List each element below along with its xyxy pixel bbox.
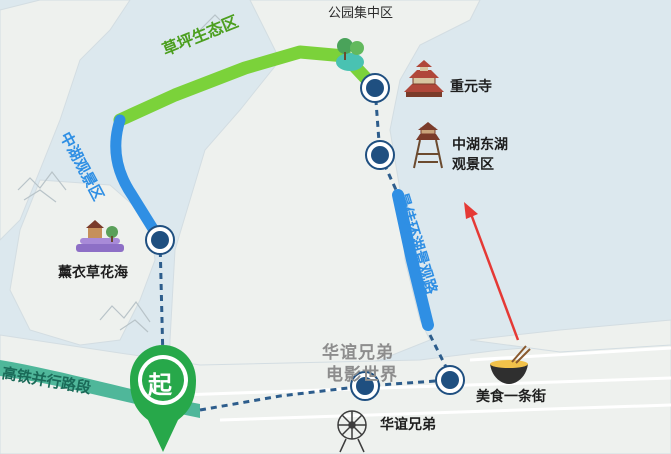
label-lavender: 薰衣草花海: [58, 265, 128, 281]
park-icon: [336, 38, 364, 71]
start-marker-label: 起: [148, 371, 172, 399]
road-layer: [179, 346, 671, 422]
east-shore: [469, 319, 671, 353]
label-park-center: 公园集中区: [328, 6, 394, 21]
label-chongyuan-temple: 重元寺: [450, 79, 492, 95]
label-zhonghu-east-2: 观景区: [452, 157, 494, 173]
direction-arrow: [464, 202, 520, 341]
noodle-bowl-icon: [490, 345, 531, 384]
blue-right-route-line: [392, 189, 434, 331]
label-huayi-world-2: 电影世界: [326, 365, 398, 385]
lavender-field-icon: [76, 220, 124, 252]
north-land: [169, 0, 481, 401]
pagoda-icon: [404, 60, 444, 97]
ferris-wheel-icon: [337, 410, 367, 453]
label-food-street: 美食一条街: [476, 389, 546, 405]
label-huayi-world-1: 华谊兄弟: [322, 343, 394, 363]
label-zhonghu-east-1: 中湖东湖: [452, 137, 508, 153]
label-huayi-brothers: 华谊兄弟: [380, 417, 436, 433]
stop-layer: [145, 73, 465, 401]
start-marker[interactable]: [130, 345, 196, 452]
blue-left-route-line: [110, 114, 166, 246]
tower-icon: [413, 122, 443, 169]
mountain-icon: [17, 14, 231, 333]
